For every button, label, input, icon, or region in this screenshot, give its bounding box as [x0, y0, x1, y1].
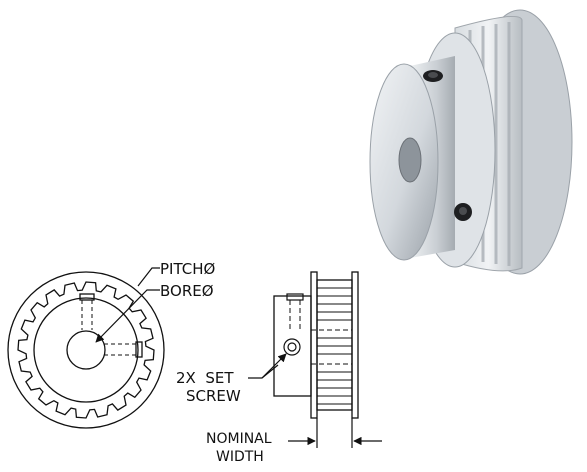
pulley-photo — [369, 9, 573, 275]
set-screw-icon — [454, 203, 472, 221]
hidden-lines-side — [289, 300, 352, 365]
nominal-width-label-line2: WIDTH — [216, 449, 264, 465]
bore-circle — [66, 330, 106, 370]
bore-hole — [398, 137, 422, 183]
right-flange — [351, 271, 359, 419]
nominal-width-dimension — [288, 418, 382, 448]
top-screw-head — [79, 293, 95, 301]
hidden-lines-front — [81, 300, 136, 356]
pitch-diameter-label: PITCHØ — [160, 260, 216, 278]
set-screw-icon — [423, 70, 443, 82]
set-screw-label-line1: 2X SET — [176, 369, 234, 387]
hub-body — [273, 295, 312, 397]
side-screw-head — [135, 341, 143, 358]
left-flange — [310, 271, 318, 419]
front-view-drawing — [7, 271, 165, 429]
outer-flange-circle — [7, 271, 165, 429]
side-set-screw-icon — [283, 338, 301, 356]
hub-circle — [33, 297, 139, 403]
pitch-tooth-ring — [17, 281, 155, 419]
set-screw-label-line2: SCREW — [186, 387, 241, 405]
side-view-drawing — [273, 271, 359, 419]
teeth-body — [316, 279, 353, 411]
leader-lines-front — [95, 267, 160, 343]
teeth-lines-side — [317, 287, 352, 405]
bore-diameter-label: BOREØ — [160, 282, 214, 300]
side-top-screw-head — [286, 293, 304, 301]
nominal-width-label-line1: NOMINAL — [206, 431, 272, 447]
set-screw-arrow — [261, 353, 287, 379]
